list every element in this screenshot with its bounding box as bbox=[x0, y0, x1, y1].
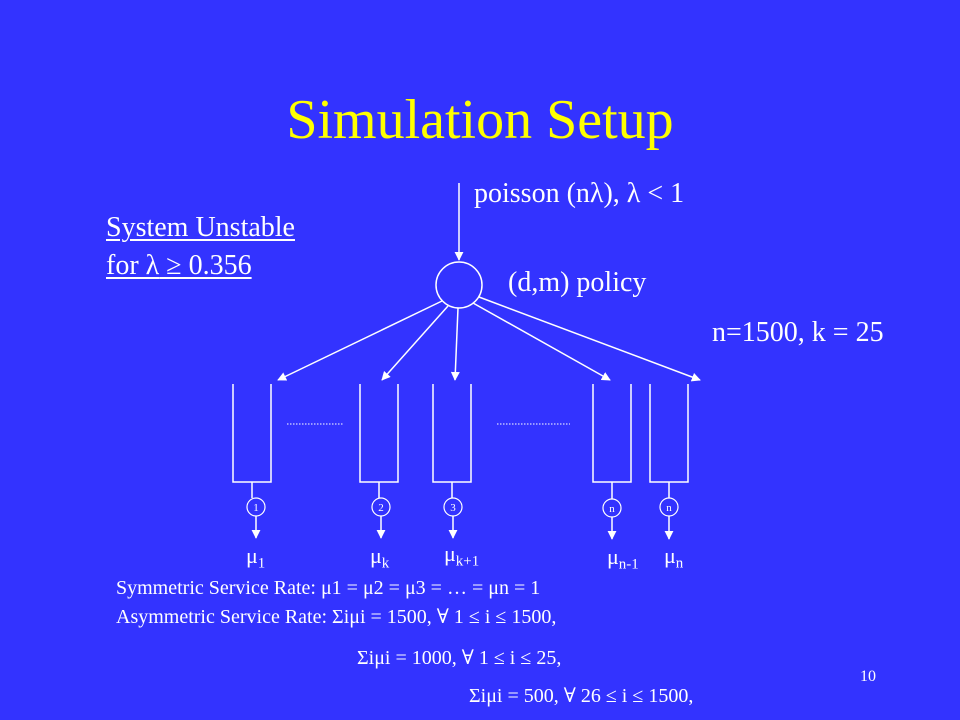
dispatch-arrow-1 bbox=[277, 300, 443, 381]
page-number: 10 bbox=[860, 668, 876, 685]
unstable-line-2-prefix: for λ bbox=[106, 250, 160, 281]
asymmetric-line-3: Σiμi = 500, ∀ 26 ≤ i ≤ 1500, bbox=[469, 685, 694, 707]
queue-5 bbox=[649, 384, 689, 483]
dispatcher-node bbox=[435, 261, 483, 309]
unstable-line-2: for λ ≥ 0.356 bbox=[106, 252, 252, 280]
server-number-5: n bbox=[666, 502, 672, 514]
server-rate-5: μn bbox=[664, 545, 683, 571]
rate-symbol: μ bbox=[246, 543, 258, 568]
server-rate-2: μk bbox=[370, 545, 389, 571]
dispatch-arrow-3 bbox=[450, 307, 460, 381]
rate-subscript: k bbox=[381, 555, 390, 572]
server-rate-1: μ1 bbox=[246, 545, 265, 571]
unstable-line-2-suffix: ≥ 0.356 bbox=[159, 250, 252, 281]
rate-symbol: μ bbox=[370, 543, 382, 568]
rate-subscript: 1 bbox=[257, 555, 266, 572]
server-number-1: 1 bbox=[253, 502, 259, 514]
symmetric-text: μ1 = μ2 = μ3 = … = μn = 1 bbox=[320, 577, 541, 599]
symmetric-rate: Symmetric Service Rate: μ1 = μ2 = μ3 = …… bbox=[116, 578, 540, 598]
dispatch-arrow-5 bbox=[478, 296, 701, 382]
policy-label: (d,m) policy bbox=[508, 267, 647, 298]
server-rate-4: μn-1 bbox=[607, 546, 639, 572]
server-rate-3: μk+1 bbox=[444, 543, 479, 569]
server-number-2: 2 bbox=[378, 502, 384, 514]
queue-2 bbox=[359, 384, 399, 483]
dispatch-arrow-4 bbox=[472, 302, 611, 381]
rate-symbol: μ bbox=[607, 544, 619, 569]
rate-subscript: k+1 bbox=[455, 553, 480, 570]
server-number-3: 3 bbox=[450, 502, 456, 514]
queue-3 bbox=[432, 384, 472, 483]
unstable-line-1: System Unstable bbox=[106, 212, 295, 243]
asymmetric-rate: Asymmetric Service Rate: Σiμi = 1500, ∀ … bbox=[116, 607, 556, 627]
params-label: n=1500, k = 25 bbox=[712, 317, 884, 348]
server-number-4: n bbox=[609, 503, 615, 515]
rate-symbol: μ bbox=[444, 541, 456, 566]
dispatch-arrow-2 bbox=[381, 305, 449, 381]
symmetric-prefix: Symmetric Service Rate: bbox=[116, 577, 321, 599]
arrival-label: poisson (nλ), λ < 1 bbox=[474, 178, 685, 209]
queue-4 bbox=[592, 384, 632, 483]
rate-subscript: n-1 bbox=[618, 556, 639, 573]
asymmetric-line-1: Σiμi = 1500, ∀ 1 ≤ i ≤ 1500, bbox=[332, 606, 557, 628]
rate-symbol: μ bbox=[664, 543, 676, 568]
asymmetric-line-2: Σiμi = 1000, ∀ 1 ≤ i ≤ 25, bbox=[357, 647, 562, 669]
slide-title: Simulation Setup bbox=[286, 89, 674, 151]
rate-subscript: n bbox=[675, 555, 684, 572]
queue-1 bbox=[232, 384, 272, 483]
asymmetric-prefix: Asymmetric Service Rate: bbox=[116, 606, 333, 628]
